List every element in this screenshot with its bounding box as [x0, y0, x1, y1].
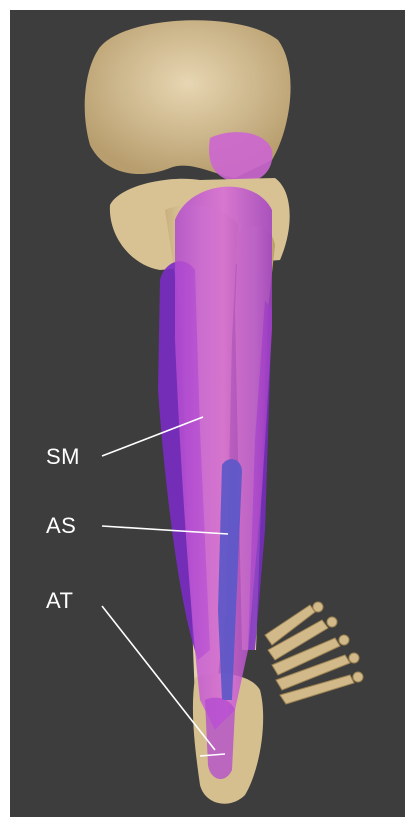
knee-joint	[209, 132, 272, 182]
label-as: AS	[46, 515, 76, 537]
label-sm: SM	[46, 446, 80, 468]
label-at: AT	[46, 590, 73, 612]
leg-anatomy-illustration	[10, 10, 405, 817]
illustration-frame: SM AS AT	[10, 10, 405, 817]
achilles-region	[205, 698, 235, 779]
foot-bones	[265, 602, 363, 704]
